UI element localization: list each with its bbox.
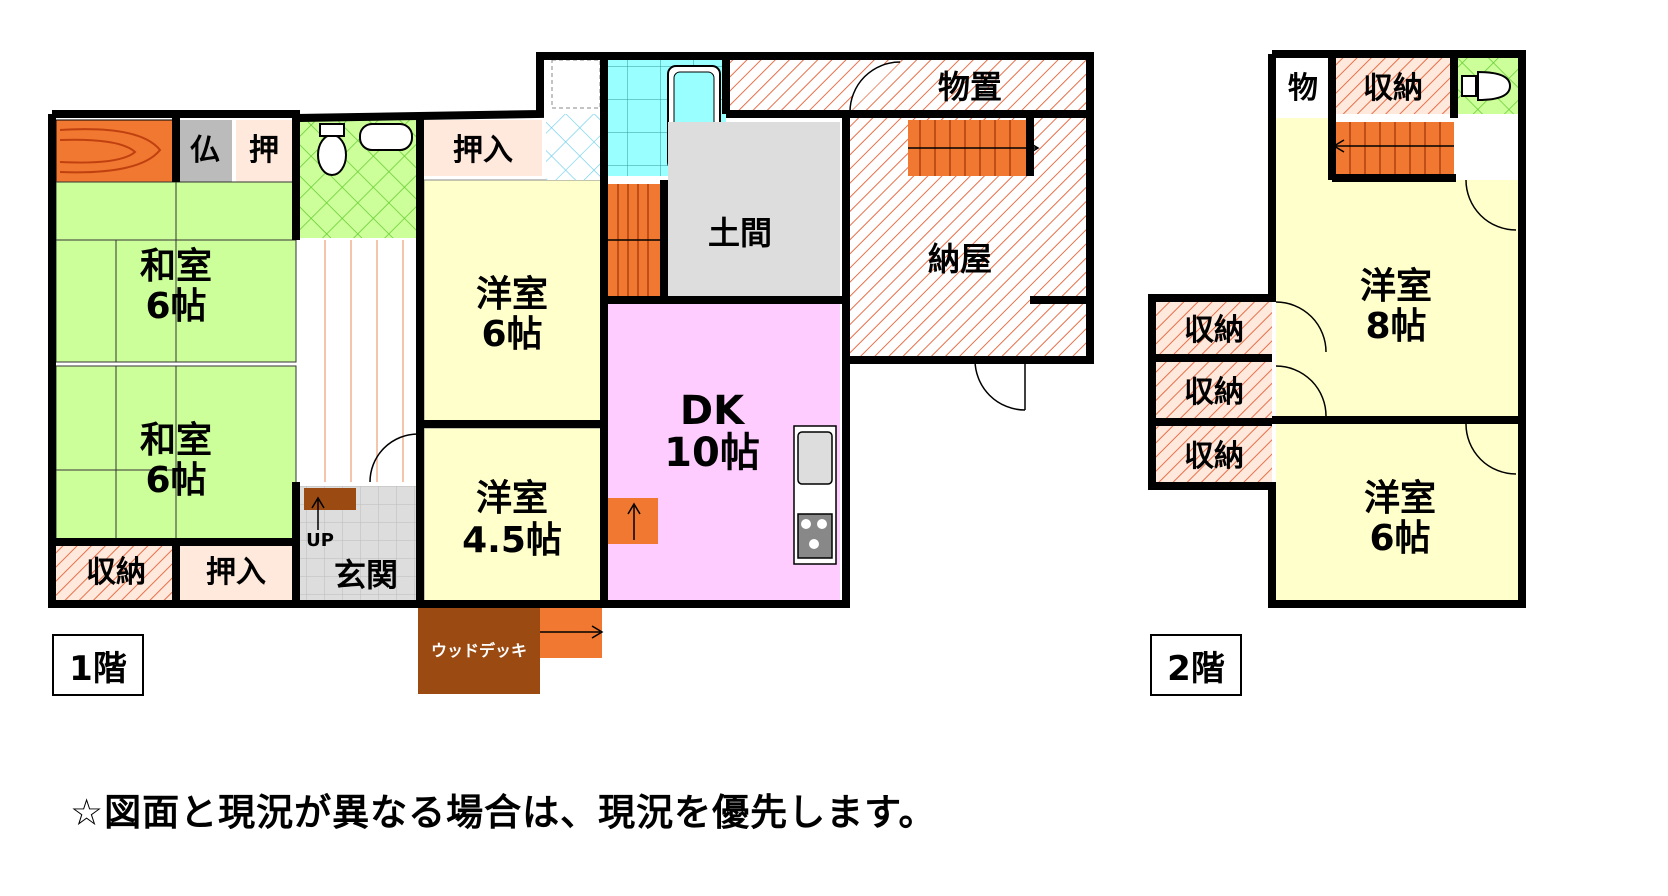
genkan-step bbox=[304, 488, 356, 510]
oshiire-top bbox=[424, 120, 542, 176]
shuno-2f-top bbox=[1334, 58, 1452, 114]
naya-label: 納屋 bbox=[928, 240, 992, 278]
shuno-2f-b bbox=[1156, 362, 1272, 418]
yoshitsu-45-name: 洋室 bbox=[476, 478, 548, 519]
hallway bbox=[300, 240, 418, 482]
oshiire-bottom bbox=[180, 546, 296, 604]
deck-stairs bbox=[540, 608, 602, 658]
shuno-2f-a bbox=[1156, 302, 1272, 354]
washitsu-1-size: 6帖 bbox=[145, 286, 206, 327]
sink-icon bbox=[797, 431, 833, 485]
oshi-room bbox=[236, 120, 292, 182]
washroom bbox=[546, 114, 604, 180]
butsu-label: 仏 bbox=[190, 133, 220, 168]
shuno-2f-top-label: 収納 bbox=[1363, 71, 1423, 106]
monooki-label: 物置 bbox=[938, 68, 1002, 106]
yoshitsu-6-name: 洋室 bbox=[476, 274, 548, 315]
toilet-icon bbox=[317, 134, 347, 176]
dk-name: DK bbox=[680, 388, 746, 434]
wood-deck-label: ウッドデッキ bbox=[431, 641, 527, 660]
oshiire-bottom-label: 押入 bbox=[206, 555, 266, 590]
shuno-1f-label: 収納 bbox=[86, 555, 146, 590]
first-floor: 仏 押 押入 和室 6帖 和室 6帖 収納 押入 UP 玄関 洋室 6帖 洋室 … bbox=[48, 52, 1094, 694]
yoshitsu-6-2f-size: 6帖 bbox=[1369, 518, 1430, 559]
yoshitsu-45-size: 4.5帖 bbox=[462, 520, 562, 561]
butsu-room bbox=[180, 120, 232, 182]
yoshitsu-6-1f bbox=[423, 179, 603, 423]
doma-label: 土間 bbox=[708, 214, 772, 252]
second-floor: 物 収納 洋室 8帖 洋室 6帖 収納 収納 収納 bbox=[1148, 50, 1526, 608]
dk-size: 10帖 bbox=[664, 430, 760, 476]
floor-label-2f: 2階 bbox=[1150, 634, 1242, 696]
shuno-2f-a-label: 収納 bbox=[1184, 313, 1244, 348]
shuno-2f-b-label: 収納 bbox=[1184, 375, 1244, 410]
mono-2f-label: 物 bbox=[1288, 71, 1318, 106]
stairs-2f bbox=[1334, 122, 1454, 174]
genkan-label: 玄関 bbox=[334, 556, 398, 594]
yoshitsu-6-2f bbox=[1276, 424, 1518, 604]
yoshitsu-8 bbox=[1276, 180, 1518, 418]
yoshitsu-6-2f-name: 洋室 bbox=[1364, 478, 1436, 519]
shuno-2f-c-label: 収納 bbox=[1184, 439, 1244, 474]
oshiire-top-label: 押入 bbox=[453, 133, 513, 168]
shuno-2f-c bbox=[1156, 426, 1272, 482]
washitsu-2-name: 和室 bbox=[140, 420, 212, 461]
yoshitsu-8-size: 8帖 bbox=[1365, 306, 1426, 347]
yoshitsu-6-size: 6帖 bbox=[481, 314, 542, 355]
up-label: UP bbox=[306, 530, 334, 551]
washitsu-2-size: 6帖 bbox=[145, 460, 206, 501]
wood-deck bbox=[418, 608, 540, 694]
walls-2f bbox=[1148, 50, 1526, 608]
oshi-label: 押 bbox=[249, 133, 279, 168]
hall-2f bbox=[1276, 118, 1330, 180]
doma bbox=[668, 122, 840, 296]
washitsu-1-name: 和室 bbox=[140, 246, 212, 287]
floor-label-1f: 1階 bbox=[52, 634, 144, 696]
walls-1f bbox=[48, 52, 1094, 608]
mono-2f bbox=[1276, 58, 1330, 114]
yoshitsu-8-name: 洋室 bbox=[1360, 266, 1432, 307]
shuno-1f bbox=[56, 546, 174, 604]
disclaimer-note: ☆図面と現況が異なる場合は、現況を優先します。 bbox=[70, 791, 937, 834]
